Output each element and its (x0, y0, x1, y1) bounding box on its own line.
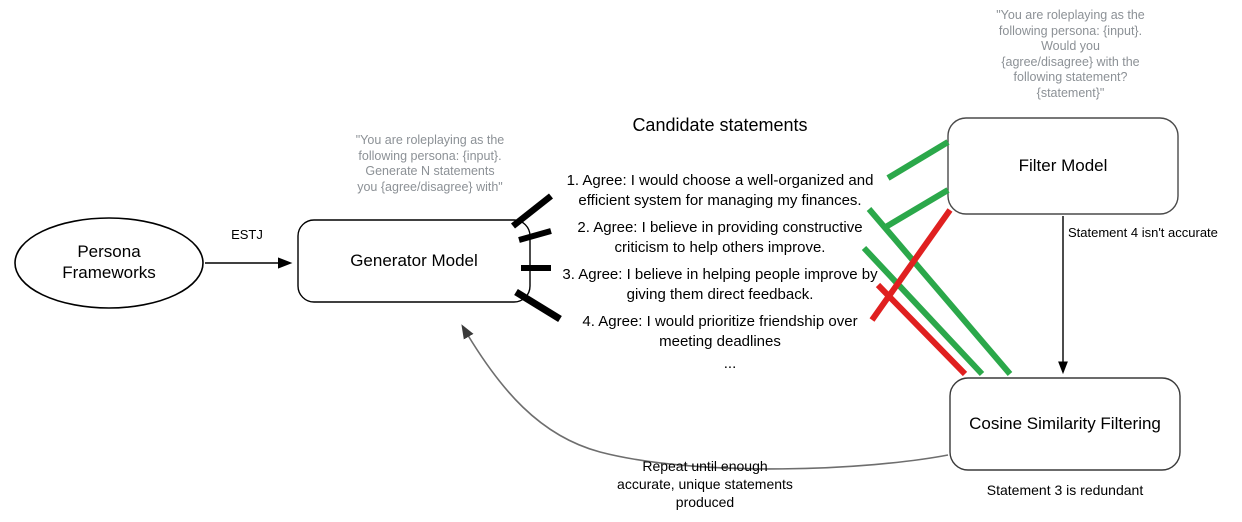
persona-frameworks-line-2: Frameworks (62, 263, 156, 282)
prompt-generator-line-1: "You are roleplaying as the (355, 133, 505, 147)
candidate-statement-2-line-1: 2. Agree: I believe in providing constru… (577, 219, 863, 236)
prompt-filter-line-5: following statement? (1013, 70, 1128, 84)
edge-statement-2-accepted (882, 187, 950, 231)
node-label-generator-model: Generator Model (350, 251, 478, 270)
candidate-statement-2: 2. Agree: I believe in providing constru… (550, 218, 890, 257)
edge-label-statement-4-inaccurate: Statement 4 isn't accurate (1068, 225, 1218, 240)
node-cosine-similarity-filtering[interactable] (949, 377, 1181, 471)
prompt-generator-line-3: Generate N statements (365, 164, 495, 178)
edges-accepted-statements (882, 139, 950, 231)
candidate-statement-3-line-1: 3. Agree: I believe in helping people im… (562, 266, 878, 283)
candidate-statements-title: Candidate statements (632, 115, 808, 135)
edge-feedback-loop (461, 324, 949, 470)
prompt-generator-line-2: following persona: {input}. (358, 148, 502, 163)
persona-frameworks-line-1: Persona (77, 242, 141, 261)
caption-repeat-loop: Repeat until enough accurate, unique sta… (560, 457, 850, 511)
candidate-statement-4-line-1: 4. Agree: I would prioritize friendship … (582, 313, 858, 330)
candidate-statements-ellipsis: ... (723, 355, 737, 372)
edges-rejected-statements (869, 208, 968, 377)
node-label-cosine-similarity: Cosine Similarity Filtering (969, 414, 1161, 433)
prompt-filter-line-4: {agree/disagree} with the (1001, 54, 1140, 69)
prompt-filter-line-2: following persona: {input}. (998, 23, 1143, 38)
node-persona-frameworks[interactable] (14, 217, 204, 309)
prompt-generator: "You are roleplaying as the following pe… (325, 133, 535, 195)
edge-statement-4-rejected (875, 282, 968, 377)
candidate-statement-1: 1. Agree: I would choose a well-organize… (550, 171, 890, 210)
caption-statement-3-redundant: Statement 3 is redundant (986, 482, 1144, 498)
prompt-filter: "You are roleplaying as the following pe… (963, 8, 1178, 101)
candidate-statement-1-line-2: efficient system for managing my finance… (578, 191, 862, 209)
edge-label-estj: ESTJ (231, 227, 263, 242)
candidate-statement-1-line-1: 1. Agree: I would choose a well-organize… (566, 172, 874, 189)
edge-accepted-to-cosine-1 (866, 207, 1013, 376)
edge-generator-to-statements (510, 193, 562, 322)
node-filter-model[interactable] (947, 117, 1179, 215)
candidate-statement-3: 3. Agree: I believe in helping people im… (550, 265, 890, 304)
edge-accepted-to-cosine-2 (861, 245, 985, 377)
node-label-filter-model: Filter Model (1018, 156, 1108, 175)
prompt-generator-line-4: you {agree/disagree} with" (357, 179, 503, 194)
prompt-filter-line-6: {statement}" (1036, 85, 1105, 100)
prompt-filter-line-1: "You are roleplaying as the (996, 8, 1145, 22)
edges-accepted-to-cosine (861, 207, 1013, 377)
candidate-statement-4-line-2: meeting deadlines (659, 332, 781, 350)
caption-repeat-loop-line-2: accurate, unique statements (617, 476, 793, 492)
candidate-statement-2-line-2: criticism to help others improve. (614, 238, 826, 256)
node-label-persona-frameworks: Persona Frameworks (15, 241, 203, 283)
edge-rejected-from-filter (869, 208, 953, 322)
edge-statement-1-accepted (886, 139, 950, 181)
candidate-statement-4: 4. Agree: I would prioritize friendship … (550, 312, 890, 351)
prompt-filter-line-3: Would you (1041, 39, 1100, 53)
candidate-statement-3-line-2: giving them direct feedback. (626, 285, 814, 303)
caption-repeat-loop-line-3: produced (675, 494, 735, 510)
node-generator-model[interactable] (297, 219, 531, 303)
caption-repeat-loop-line-1: Repeat until enough (642, 458, 768, 474)
